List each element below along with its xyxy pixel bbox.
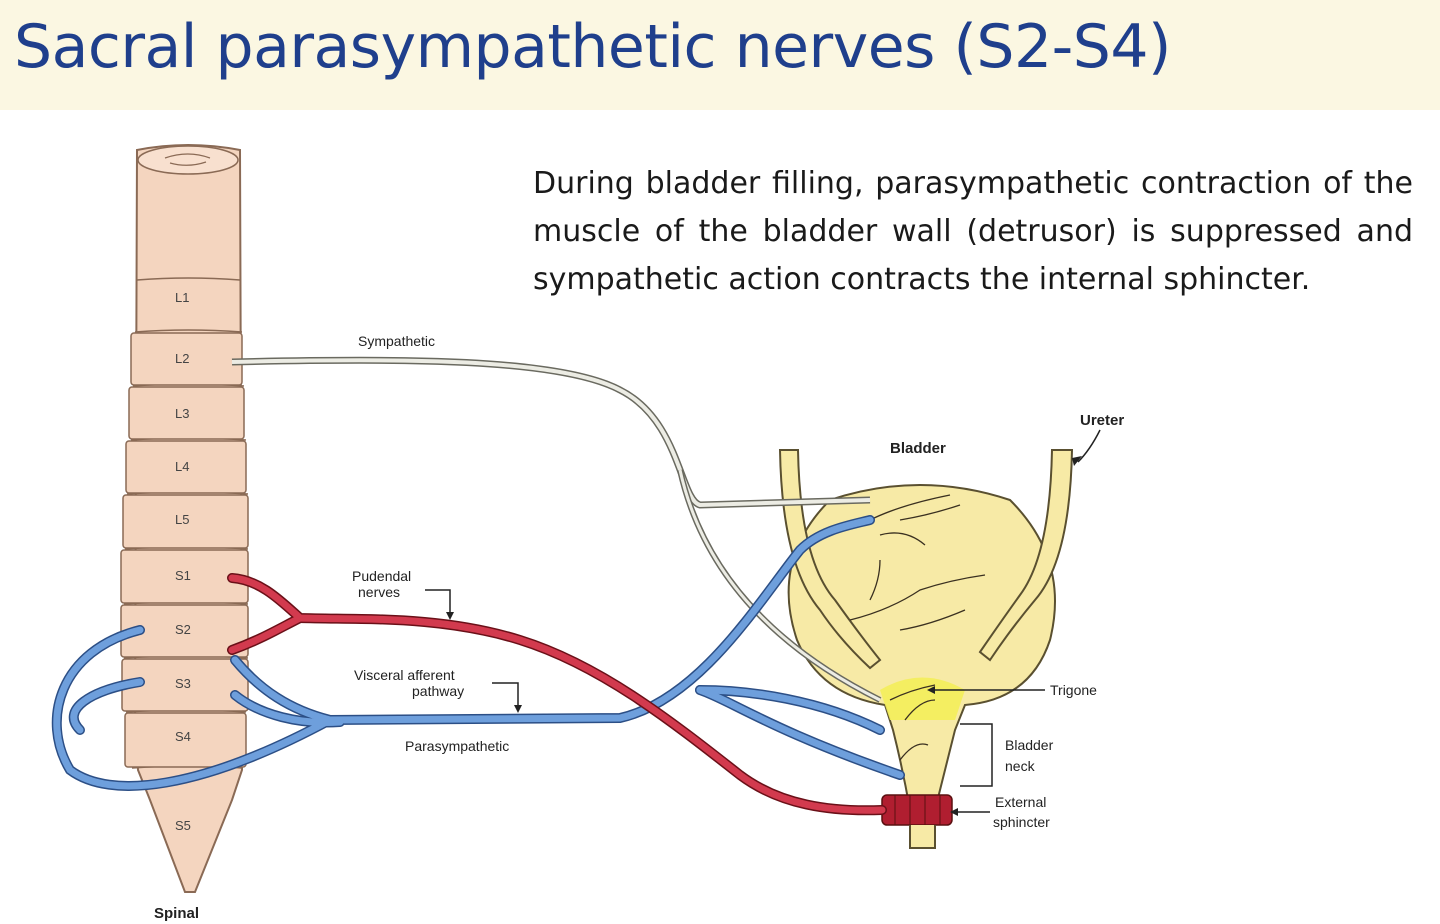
pudendal-label-line2: nerves — [358, 584, 400, 600]
parasympathetic-nerves — [51, 515, 905, 791]
bladder-neck-label: Bladder — [1005, 737, 1054, 753]
spinal-cord: L1 L2 L3 L4 L5 S1 S2 S3 S4 S5 — [120, 144, 249, 893]
slide-title: Sacral parasympathetic nerves (S2-S4) — [14, 12, 1171, 82]
bladder-neck-label-line2: neck — [1005, 758, 1036, 774]
segment-label: S4 — [175, 729, 191, 744]
segment-label: S1 — [175, 568, 191, 583]
segment-label: L1 — [175, 290, 189, 305]
sympathetic-nerve — [231, 356, 882, 703]
trigone-area — [880, 677, 965, 720]
segment-label: S2 — [175, 622, 191, 637]
trigone-label: Trigone — [1050, 682, 1097, 698]
visceral-afferent-label-line2: pathway — [412, 683, 464, 699]
ureter-label: Ureter — [1080, 412, 1124, 429]
segment-label: L5 — [175, 512, 189, 527]
bladder — [778, 449, 1074, 811]
description-text: During bladder filling, parasympathetic … — [533, 166, 1413, 297]
pudendal-label: Pudendal — [352, 568, 411, 584]
spinal-label: Spinal — [154, 905, 199, 922]
sympathetic-label: Sympathetic — [358, 333, 435, 349]
segment-label: L2 — [175, 351, 189, 366]
spinal-cord-top — [137, 145, 239, 175]
right-ureter — [978, 449, 1074, 662]
segment-label: L3 — [175, 406, 189, 421]
label-pointers — [425, 429, 1101, 813]
segment-labels: L1 L2 L3 L4 L5 S1 S2 S3 S4 S5 — [175, 290, 191, 833]
external-sphincter-label-line2: sphincter — [993, 814, 1050, 830]
segment-label: S5 — [175, 818, 191, 833]
segment-label: L4 — [175, 459, 189, 474]
pudendal-nerve — [227, 573, 887, 816]
bladder-body — [787, 484, 1056, 811]
external-sphincter — [881, 794, 953, 849]
external-sphincter-label: External — [995, 794, 1046, 810]
bladder-innervation-diagram: L1 L2 L3 L4 L5 S1 S2 S3 S4 S5 — [51, 144, 1124, 922]
title-bar — [0, 0, 1440, 110]
segment-label: S3 — [175, 676, 191, 691]
visceral-afferent-label: Visceral afferent — [354, 667, 455, 683]
parasympathetic-label: Parasympathetic — [405, 738, 509, 754]
bladder-label: Bladder — [890, 440, 946, 457]
